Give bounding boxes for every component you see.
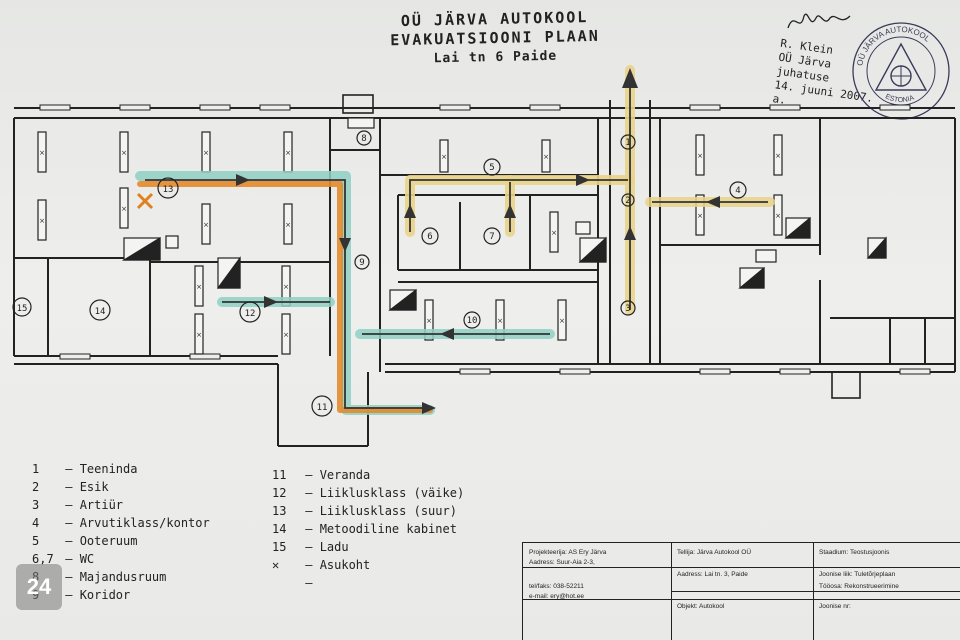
svg-text:×: × [426, 317, 432, 325]
room-label-10: 10 [467, 316, 478, 326]
tb-client: Tellija: Järva Autokool OÜ [677, 549, 752, 556]
tb-designer-email: e-mail: ery@hot.ee [529, 593, 585, 600]
room-label-2: 2 [625, 196, 630, 206]
you-are-here-icon [136, 192, 154, 210]
room-label-4: 4 [735, 186, 740, 196]
svg-text:×: × [543, 153, 549, 161]
tb-drawing-type: Joonise liik: Tuletõrjeplaan [819, 571, 896, 578]
legend-item: 11 – Veranda [272, 468, 371, 482]
room-label-6: 6 [427, 232, 432, 242]
seal-triangle-icon [874, 42, 928, 91]
company-seal: OÜ JÄRVA AUTOKOOL ESTONIA [848, 18, 954, 124]
svg-text:×: × [775, 152, 781, 160]
arrow-icon [706, 196, 720, 208]
arrow-icon [236, 174, 250, 186]
room-label-7: 7 [489, 232, 494, 242]
tb-stage: Staadium: Teostusjoonis [819, 549, 890, 556]
arrow-icon [264, 296, 278, 308]
legend-column-right: 11 – Veranda 12 – Liiklusklass (väike) 1… [272, 466, 464, 592]
arrow-icon [504, 204, 516, 218]
legend-item: 1 – Teeninda [32, 462, 138, 476]
svg-text:×: × [203, 221, 209, 229]
room-label-13: 13 [163, 185, 174, 195]
title-block: Projekteerija: AS Ery Järva Aadress: Suu… [522, 542, 960, 640]
tb-object: Objekt: Autokool [677, 603, 725, 610]
svg-text:×: × [196, 331, 202, 339]
room-label-9: 9 [359, 258, 364, 268]
legend-item: 12 – Liiklusklass (väike) [272, 486, 465, 500]
arrow-icon [440, 328, 454, 340]
room-label-11: 11 [317, 403, 328, 413]
arrow-icon [404, 204, 416, 218]
svg-text:×: × [285, 221, 291, 229]
tb-drawing-no: Joonise nr: [819, 603, 851, 610]
room-label-12: 12 [245, 309, 256, 319]
room-label-14: 14 [95, 307, 106, 317]
legend-item: 4 – Arvutiklass/kontor [32, 516, 210, 530]
legend-item: 13 – Liiklusklass (suur) [272, 504, 457, 518]
svg-text:×: × [203, 149, 209, 157]
tb-designer: Projekteerija: AS Ery Järva [529, 549, 607, 556]
legend-item: ✕ – Asukoht [272, 558, 371, 572]
tb-designer-phone: tel/faks: 038-52211 [529, 583, 584, 590]
room-label-15: 15 [17, 304, 28, 314]
svg-text:×: × [775, 212, 781, 220]
svg-text:×: × [121, 205, 127, 213]
svg-text:×: × [697, 152, 703, 160]
svg-text:×: × [196, 283, 202, 291]
legend-item: 2 – Esik [32, 480, 109, 494]
room-label-1: 1 [625, 138, 630, 148]
signature-scribble [787, 13, 851, 29]
svg-text:×: × [285, 149, 291, 157]
legend-item: 3 – Artiür [32, 498, 124, 512]
legend-item: 6,7 – WC [32, 552, 95, 566]
arrow-icon [576, 174, 590, 186]
legend-item: 5 – Ooteruum [32, 534, 138, 548]
arrow-icon [422, 402, 436, 414]
floor-plan: × × × × × × × × × × × × × × × × × × × × × × [12, 65, 956, 447]
svg-text:×: × [121, 149, 127, 157]
arrow-icon [622, 68, 638, 88]
svg-text:×: × [283, 331, 289, 339]
svg-text:×: × [697, 212, 703, 220]
svg-text:×: × [39, 149, 45, 157]
svg-text:×: × [283, 283, 289, 291]
room-label-5: 5 [489, 163, 494, 173]
arrow-icon [624, 226, 636, 240]
watermark-logo: 24 [16, 564, 62, 610]
svg-text:×: × [441, 153, 447, 161]
room-label-3: 3 [625, 304, 630, 314]
legend-item: 14 – Metoodiline kabinet [272, 522, 457, 536]
tb-designer-address: Aadress: Suur-Aia 2-3, [529, 559, 595, 566]
tb-client-address: Aadress: Lai tn. 3, Paide [677, 571, 748, 578]
arrow-icon [339, 238, 351, 252]
seal-ring-bottom: ESTONIA [884, 93, 915, 104]
svg-text:×: × [559, 317, 565, 325]
svg-text:×: × [551, 229, 557, 237]
svg-text:×: × [39, 217, 45, 225]
room-label-8: 8 [361, 134, 366, 144]
svg-text:ESTONIA: ESTONIA [884, 93, 915, 104]
legend-item: 15 – Ladu [272, 540, 349, 554]
tb-drawing-name: Tööosa: Rekonstrueerimine [819, 583, 899, 590]
svg-text:×: × [497, 317, 503, 325]
legend-item-location: – [298, 576, 313, 590]
